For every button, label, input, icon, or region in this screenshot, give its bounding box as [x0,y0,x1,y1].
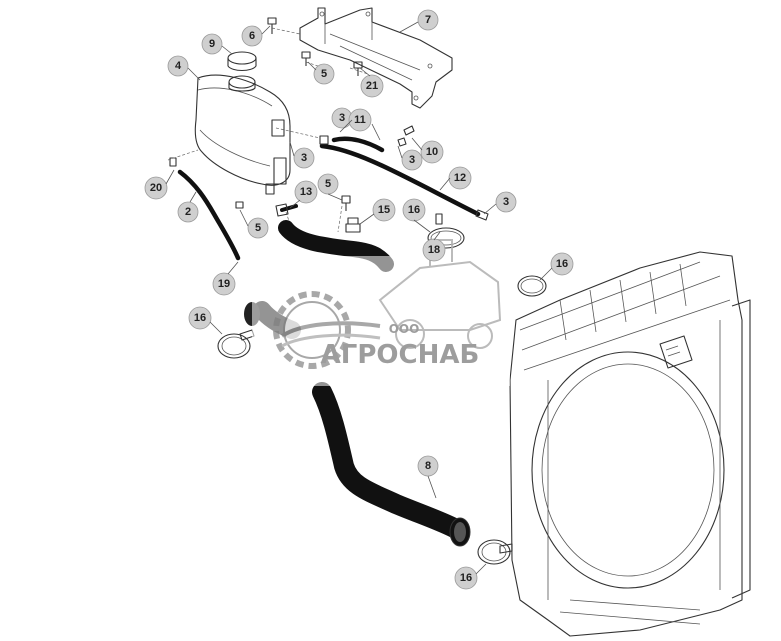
callout-12: 12 [448,166,472,190]
svg-text:3: 3 [409,154,415,166]
coolant-hoses-small [177,136,481,261]
svg-text:15: 15 [378,204,390,216]
hose-clamps [217,227,547,565]
svg-text:5: 5 [255,222,261,234]
svg-text:12: 12 [454,172,466,184]
svg-text:9: 9 [209,38,215,50]
callout-13: 13 [294,180,318,204]
gear-logo-icon [273,291,381,369]
sensor [345,217,361,233]
assembly-lines [167,27,369,233]
callout-4: 4 [167,55,189,77]
callout-18: 18 [422,238,446,262]
watermark-brand: АГРОСНАБ [321,340,480,370]
callout-7: 7 [417,9,439,31]
svg-text:13: 13 [300,186,312,198]
svg-text:4: 4 [175,60,182,72]
svg-text:3: 3 [301,152,307,164]
callout-15: 15 [372,198,396,222]
svg-text:19: 19 [218,278,230,290]
callout-16: 16 [402,198,426,222]
callout-3: 3 [293,147,315,169]
svg-text:5: 5 [321,68,327,80]
svg-text:6: 6 [249,30,255,42]
expansion-tank [194,51,291,195]
callout-6: 6 [241,25,263,47]
callout-16: 16 [188,306,212,330]
leader-lines [165,21,553,575]
callout-20: 20 [144,176,168,200]
callout-5: 5 [313,63,335,85]
callout-labels: 9 6 7 4 5 21 3 11 10 3 3 12 20 13 5 15 1… [144,9,574,590]
svg-text:16: 16 [556,258,568,270]
hose-fittings [275,135,489,225]
svg-text:11: 11 [354,114,366,126]
svg-text:8: 8 [425,460,431,472]
svg-text:5: 5 [325,178,331,190]
callout-5: 5 [317,173,339,195]
svg-text:10: 10 [426,146,438,158]
svg-text:16: 16 [194,312,206,324]
callout-2: 2 [177,201,199,223]
callout-21: 21 [360,74,384,98]
watermark: ООО АГРОСНАБ [252,239,510,386]
mounting-bracket [299,7,453,109]
callout-11: 11 [348,108,372,132]
radiator-fan-shroud [509,251,751,637]
callout-16: 16 [454,566,478,590]
callout-10: 10 [420,140,444,164]
svg-text:16: 16 [408,204,420,216]
callout-19: 19 [212,272,236,296]
callout-5: 5 [247,217,269,239]
svg-text:2: 2 [185,206,191,218]
svg-text:21: 21 [366,80,378,92]
svg-text:16: 16 [460,572,472,584]
watermark-prefix: ООО [389,322,420,336]
svg-text:20: 20 [150,182,162,194]
callout-3: 3 [401,149,423,171]
svg-text:7: 7 [425,14,431,26]
svg-text:18: 18 [428,244,440,256]
callout-8: 8 [417,455,439,477]
callout-9: 9 [201,33,223,55]
callout-3: 3 [495,191,517,213]
callout-16: 16 [550,252,574,276]
svg-text:3: 3 [503,196,509,208]
svg-text:3: 3 [339,112,345,124]
